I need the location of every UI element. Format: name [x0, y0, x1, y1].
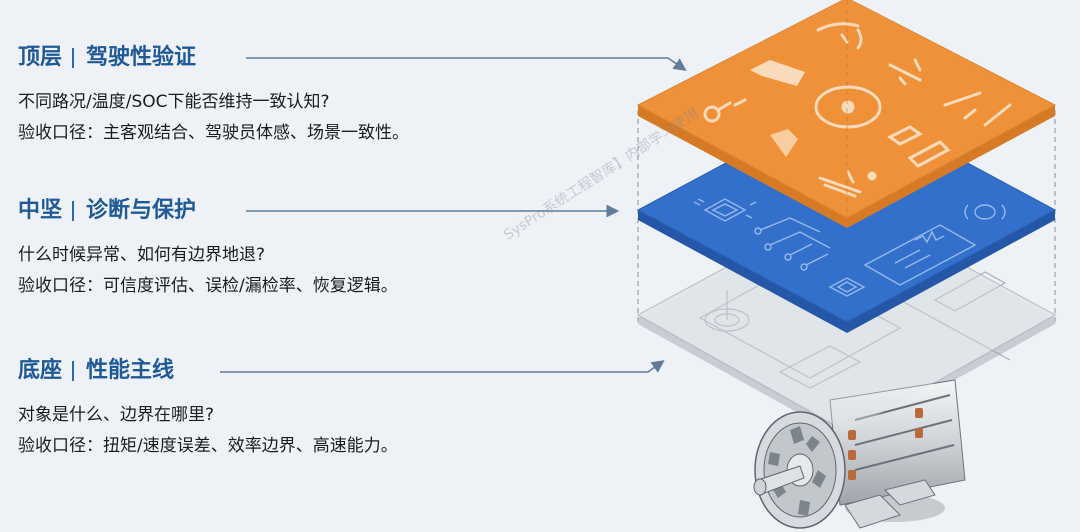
layer-description-middle: 中坚 诊断与保护 什么时候异常、如何有边界地退? 验收口径：可信度评估、误检/漏… — [18, 197, 398, 302]
layer-question: 不同路况/温度/SOC下能否维持一致认知? — [18, 92, 330, 112]
tier-label: 底座 — [18, 358, 63, 383]
layer-name: 性能主线 — [86, 358, 175, 383]
layer-name: 诊断与保护 — [86, 198, 197, 223]
layer-description-base: 底座 性能主线 对象是什么、边界在哪里? 验收口径：扭矩/速度误差、效率边界、高… — [18, 357, 398, 462]
layer-title-middle: 中坚 诊断与保护 — [18, 197, 398, 225]
seat-icon — [770, 129, 798, 157]
layer-description-top: 顶层 驾驶性验证 不同路况/温度/SOC下能否维持一致认知? 验收口径：主客观结… — [18, 44, 409, 149]
car-icon — [750, 60, 805, 86]
layer-acceptance: 验收口径：主客观结合、驾驶员体感、场景一致性。 — [18, 123, 409, 143]
layer-acceptance: 验收口径：可信度评估、误检/漏检率、恢复逻辑。 — [18, 276, 398, 296]
layer-question: 对象是什么、边界在哪里? — [18, 405, 215, 425]
road-lines-icon — [888, 58, 922, 86]
layer-title-top: 顶层 驾驶性验证 — [18, 44, 409, 72]
chip-icon — [693, 198, 757, 222]
title-separator — [72, 361, 75, 381]
tier-label: 中坚 — [18, 198, 63, 223]
connector-arrow-base — [220, 360, 665, 373]
gauge-icon — [816, 22, 863, 50]
sensor-icon — [964, 204, 1006, 220]
tier-label: 顶层 — [18, 45, 63, 70]
electric-motor-icon — [753, 379, 966, 529]
layer-name: 驾驶性验证 — [86, 45, 197, 70]
warning-road-icon — [818, 170, 877, 198]
layer-question: 什么时候异常、如何有边界地退? — [18, 245, 266, 265]
layer-acceptance: 验收口径：扭矩/速度误差、效率边界、高速能力。 — [18, 436, 398, 456]
layer-title-base: 底座 性能主线 — [18, 357, 398, 385]
monitor-waveform-icon — [863, 224, 977, 286]
title-separator — [72, 48, 75, 68]
small-chip-icon — [828, 277, 866, 297]
title-separator — [72, 201, 75, 221]
lane-icon — [943, 91, 1012, 127]
thermometer-icon — [703, 98, 747, 123]
steering-wheel-icon — [814, 85, 882, 129]
connector-arrow-top — [246, 57, 687, 71]
circuit-icon — [754, 217, 831, 271]
pedals-icon — [887, 125, 951, 168]
